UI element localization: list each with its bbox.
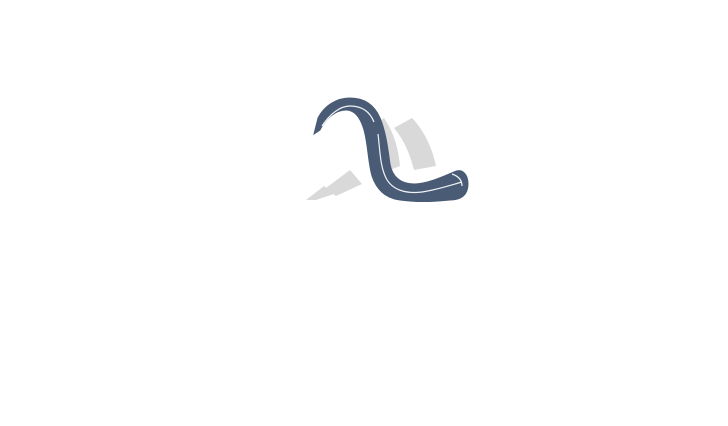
abstract-curved-logo-icon xyxy=(306,97,469,202)
logo-mark xyxy=(296,88,476,208)
curve-shape xyxy=(313,97,469,202)
